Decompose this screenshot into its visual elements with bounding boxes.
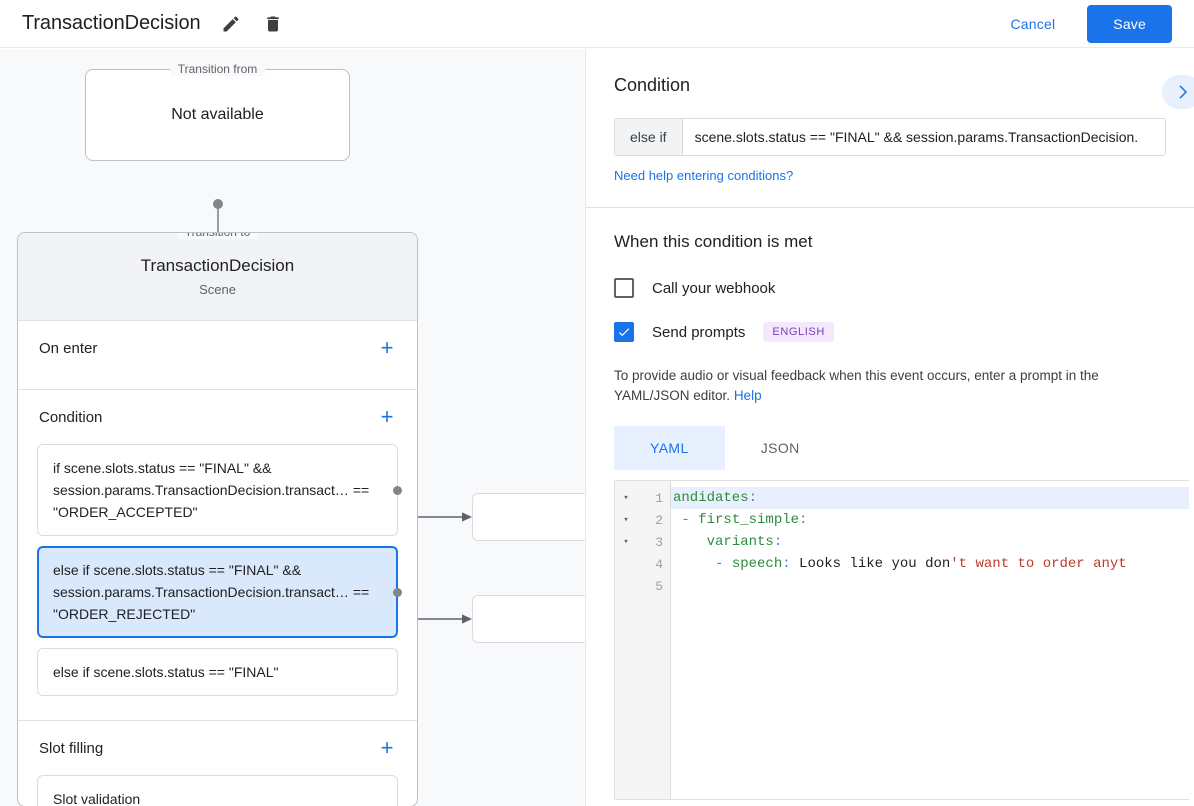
condition-item-text: else if scene.slots.status == "FINAL" &&…	[53, 562, 370, 622]
condition-item-accepted[interactable]: if scene.slots.status == "FINAL" && sess…	[37, 444, 402, 536]
tab-json[interactable]: JSON	[725, 426, 836, 470]
scene-header: TransactionDecision Scene	[18, 233, 417, 321]
condition-heading: Condition	[614, 75, 691, 95]
line-number: 4	[655, 556, 663, 572]
editor-code-area[interactable]: andidates: - first_simple: variants: - s…	[671, 481, 1189, 799]
webhook-row[interactable]: Call your webhook	[614, 278, 1166, 298]
target-node-rejected[interactable]	[472, 595, 585, 643]
code-token-punc: :	[748, 490, 758, 506]
editor-code-line: variants:	[671, 531, 1189, 553]
tab-yaml[interactable]: YAML	[614, 426, 725, 470]
slot-validation-text: Slot validation	[53, 791, 141, 806]
scene-title: TransactionDecision	[140, 256, 295, 275]
when-condition-met-section: When this condition is met Call your web…	[586, 208, 1194, 800]
line-number: 1	[655, 490, 663, 506]
condition-prefix-label: else if	[615, 119, 683, 155]
condition-item-text: if scene.slots.status == "FINAL" && sess…	[53, 460, 370, 520]
section-header-condition: Condition +	[18, 390, 417, 444]
line-number: 2	[655, 512, 663, 528]
code-token-plain: Looks like you don	[799, 556, 951, 572]
language-badge: ENGLISH	[763, 322, 834, 342]
condition-input[interactable]	[682, 119, 1165, 155]
add-condition-button[interactable]: +	[375, 405, 399, 429]
transition-to-legend: Transition to	[176, 233, 259, 239]
editor-line-number: ▾2	[615, 509, 670, 531]
prompts-helper-text: To provide audio or visual feedback when…	[614, 366, 1166, 406]
editor-code-line: andidates:	[671, 487, 1189, 509]
editor-code-line: - first_simple:	[671, 509, 1189, 531]
fold-toggle-icon[interactable]: ▾	[623, 537, 629, 547]
chevron-right-icon[interactable]	[1162, 75, 1194, 109]
code-token-key: andidates	[673, 490, 749, 506]
editor-line-number: ▾3	[615, 531, 670, 553]
section-slot-filling: Slot filling + Slot validation	[18, 721, 417, 806]
condition-port-icon	[393, 588, 402, 597]
pencil-icon[interactable]	[219, 12, 243, 36]
section-on-enter: On enter +	[18, 321, 417, 390]
transition-to-node[interactable]: Transition to TransactionDecision Scene …	[17, 232, 418, 806]
slot-validation-item[interactable]: Slot validation	[37, 775, 398, 806]
transition-from-value: Not available	[171, 106, 264, 123]
send-prompts-checkbox[interactable]	[614, 322, 634, 342]
editor-code-line	[671, 575, 1189, 597]
add-slot-filling-button[interactable]: +	[375, 736, 399, 760]
transition-from-node[interactable]: Transition from Not available	[85, 62, 350, 161]
section-header-slot-filling: Slot filling +	[18, 721, 417, 775]
fold-toggle-icon[interactable]: ▾	[623, 515, 629, 525]
details-panel: Condition else if Need help entering con…	[585, 49, 1194, 806]
code-token-plain	[673, 534, 707, 550]
edge-rejected-icon	[418, 614, 472, 624]
app-header: TransactionDecision Cancel Save	[0, 0, 1194, 48]
code-token-key: variants	[706, 534, 774, 550]
condition-item-text: else if scene.slots.status == "FINAL"	[53, 664, 279, 680]
page-title: TransactionDecision	[22, 12, 201, 34]
when-condition-met-heading: When this condition is met	[614, 232, 813, 251]
section-title-on-enter: On enter	[39, 339, 98, 357]
target-node-accepted[interactable]	[472, 493, 585, 541]
code-token-punc: -	[673, 512, 699, 528]
editor-line-number: 5	[615, 575, 670, 597]
prompts-helper-sentence: To provide audio or visual feedback when…	[614, 368, 1099, 403]
cancel-button[interactable]: Cancel	[997, 7, 1070, 41]
condition-section: Condition else if Need help entering con…	[586, 49, 1194, 208]
send-prompts-row[interactable]: Send prompts ENGLISH	[614, 322, 1166, 342]
section-title-slot-filling: Slot filling	[39, 739, 104, 757]
condition-help-link[interactable]: Need help entering conditions?	[614, 168, 794, 183]
trash-icon[interactable]	[261, 12, 285, 36]
edge-accepted-icon	[418, 512, 472, 522]
code-token-punc: :	[799, 512, 808, 528]
section-header-on-enter: On enter +	[18, 321, 417, 375]
editor-line-number: 4	[615, 553, 670, 575]
condition-port-icon	[393, 486, 402, 495]
code-token-punc: :	[773, 534, 783, 550]
section-title-condition: Condition	[39, 408, 103, 426]
webhook-checkbox[interactable]	[614, 278, 634, 298]
code-token-punc: -	[673, 556, 732, 572]
line-number: 5	[655, 578, 663, 594]
editor-format-tabs: YAML JSON	[614, 426, 1166, 470]
add-on-enter-button[interactable]: +	[375, 336, 399, 360]
save-button[interactable]: Save	[1087, 4, 1172, 43]
editor-line-number: ▾1	[615, 487, 670, 509]
scene-subtitle: Scene	[199, 282, 236, 297]
code-token-key: speech	[731, 556, 783, 572]
code-token-str: 't want to order anyt	[950, 556, 1127, 572]
section-condition: Condition + if scene.slots.status == "FI…	[18, 390, 417, 721]
prompts-help-link[interactable]: Help	[733, 388, 762, 403]
graph-canvas[interactable]: Transition from Not available Transition…	[0, 49, 585, 806]
code-token-key: first_simple	[698, 512, 800, 528]
webhook-label: Call your webhook	[652, 279, 776, 297]
line-number: 3	[655, 534, 663, 550]
condition-input-row[interactable]: else if	[614, 118, 1166, 156]
condition-item-final[interactable]: else if scene.slots.status == "FINAL"	[37, 648, 398, 696]
transition-from-legend: Transition from	[169, 62, 266, 76]
send-prompts-label: Send prompts	[652, 323, 746, 341]
condition-item-rejected[interactable]: else if scene.slots.status == "FINAL" &&…	[37, 546, 402, 638]
checkmark-icon	[618, 328, 630, 337]
fold-toggle-icon[interactable]: ▾	[623, 493, 629, 503]
code-token-punc: :	[782, 556, 800, 572]
editor-code-line: - speech: Looks like you don't want to o…	[671, 553, 1189, 575]
